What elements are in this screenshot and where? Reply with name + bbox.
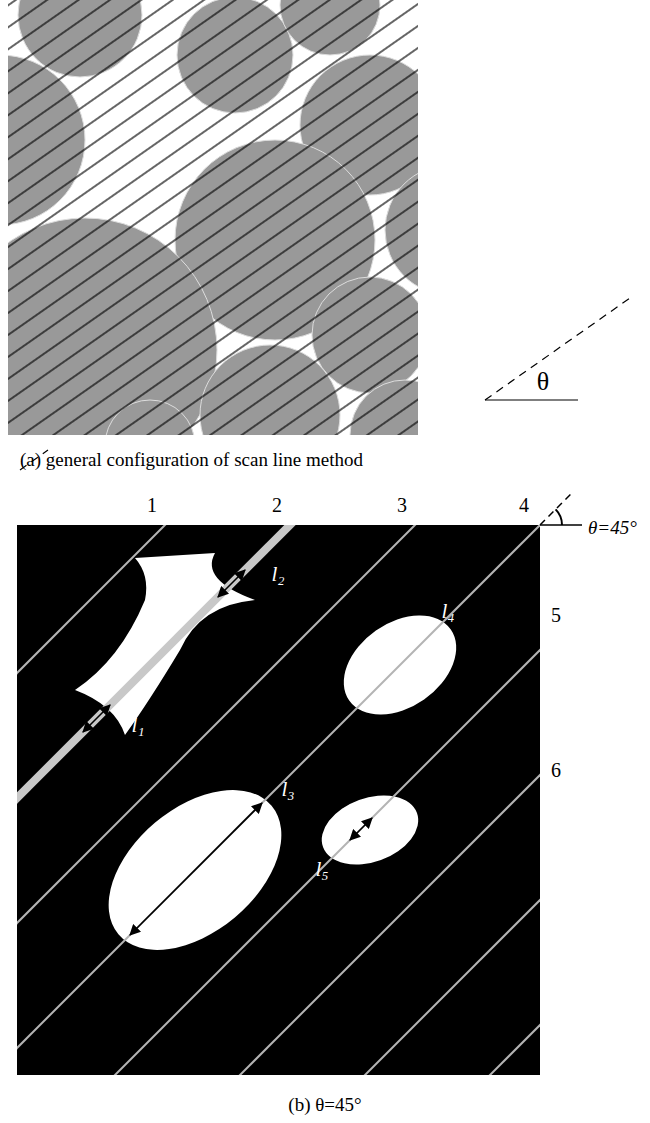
scan-line — [17, 525, 190, 1075]
scan-line-number: 5 — [551, 604, 561, 626]
length-label: l₄ — [441, 600, 454, 623]
length-label: l₃ — [281, 778, 294, 801]
scan-line-number: 3 — [397, 494, 407, 516]
solid-region — [17, 525, 540, 1075]
length-label: l₂ — [271, 563, 284, 586]
scan-line — [215, 525, 540, 1075]
length-arrows — [83, 570, 372, 935]
scan-line-number: 6 — [551, 759, 561, 781]
scan-line-number: 1 — [147, 494, 157, 516]
scan-line — [340, 525, 540, 1075]
panel-caption: (a) general configuration of scan line m… — [20, 450, 363, 471]
angle-symbol: θ — [537, 368, 549, 397]
scan-lines — [17, 525, 540, 1075]
panel-caption: (b) θ=45° — [288, 1095, 361, 1116]
angle-value: θ=45° — [588, 518, 637, 539]
particle-panel — [8, 0, 418, 435]
angle-arc — [556, 509, 562, 525]
scan-line — [17, 525, 540, 1075]
scan-line-number: 2 — [272, 494, 282, 516]
angle-base-line — [485, 399, 578, 400]
length-label: l₅ — [315, 858, 328, 881]
scan-line-number: 4 — [519, 494, 529, 516]
pores — [75, 553, 475, 982]
angle-dashed-line — [540, 493, 572, 525]
angle-dashed-line — [485, 298, 630, 400]
scan-line — [17, 525, 315, 1075]
length-label: l₁ — [131, 714, 144, 737]
scan-line — [17, 525, 440, 1075]
scan-line — [90, 525, 540, 1075]
scan-line — [465, 525, 540, 1075]
